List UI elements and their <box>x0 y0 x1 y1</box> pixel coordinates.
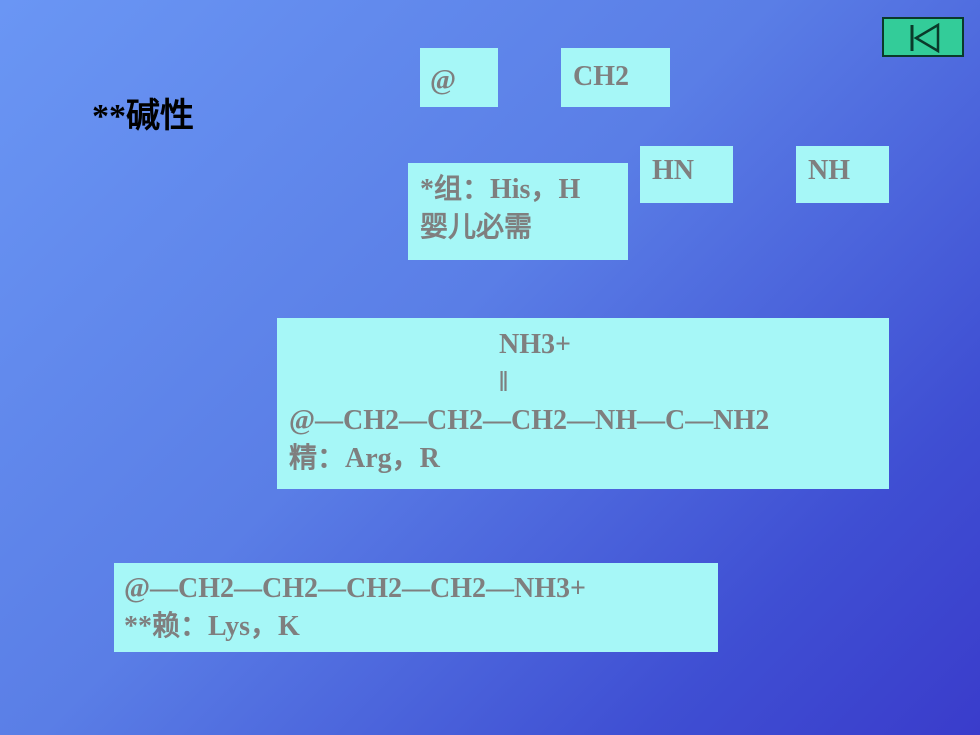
histidine-note: 婴儿必需 <box>420 212 533 243</box>
histidine-name: *组：His，H <box>420 174 581 205</box>
hn-label-box: HN <box>640 146 733 203</box>
ch2-label: CH2 <box>573 61 629 92</box>
arginine-name: 精：Arg，R <box>289 443 440 474</box>
lysine-box: @—CH2—CH2—CH2—CH2—NH3+ **赖：Lys，K <box>114 563 718 652</box>
lysine-name: **赖：Lys，K <box>124 611 300 642</box>
first-slide-button[interactable] <box>882 17 964 57</box>
nh-label-box: NH <box>796 146 889 203</box>
arginine-nh3-group: NH3+ <box>499 329 571 360</box>
at-label: @ <box>430 65 457 96</box>
at-label-box: @ <box>420 48 498 107</box>
histidine-box: *组：His，H 婴儿必需 <box>408 163 628 260</box>
nh-label: NH <box>808 155 850 186</box>
lysine-formula: @—CH2—CH2—CH2—CH2—NH3+ <box>124 573 586 604</box>
ch2-label-box: CH2 <box>561 48 670 107</box>
skip-to-start-icon <box>910 23 940 53</box>
slide-heading: **碱性 <box>92 98 194 135</box>
arginine-double-bond: ‖ <box>499 367 509 398</box>
hn-label: HN <box>652 155 694 186</box>
arginine-formula: @—CH2—CH2—CH2—NH—C—NH2 <box>289 405 770 436</box>
arginine-box: NH3+ ‖ @—CH2—CH2—CH2—NH—C—NH2 精：Arg，R <box>277 318 889 489</box>
